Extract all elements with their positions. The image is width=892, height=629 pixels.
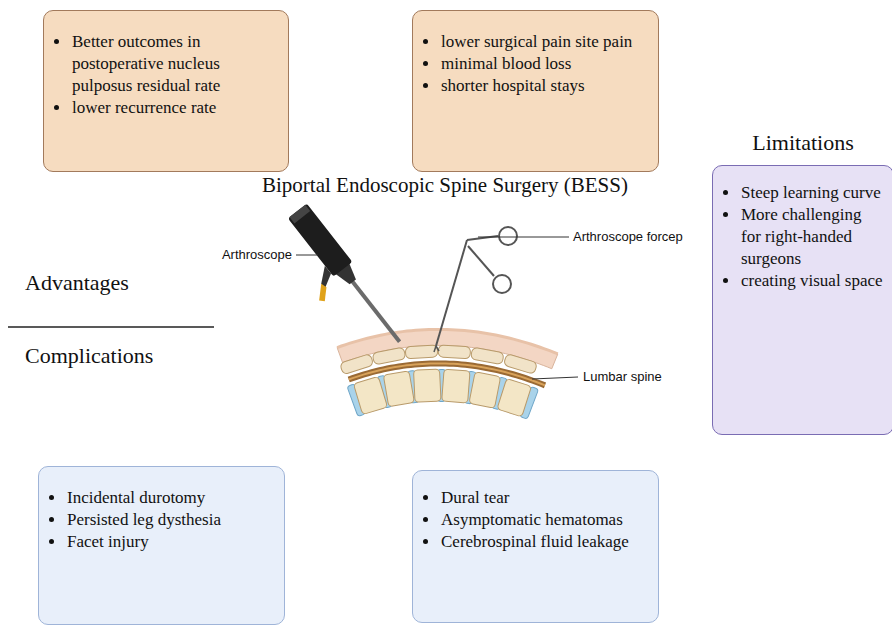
- bullet-item: shorter hospital stays: [413, 75, 650, 97]
- divider-line: [8, 326, 214, 328]
- bullet-box: Better outcomes in postoperative nucleus…: [43, 10, 289, 172]
- section-label: Complications: [25, 343, 153, 369]
- leader-lines: [296, 237, 578, 379]
- bullet-item: Cerebrospinal fluid leakage: [413, 531, 650, 553]
- bullet-item: Facet injury: [39, 531, 276, 553]
- bullet-box: lower surgical pain site painminimal blo…: [412, 10, 659, 172]
- bullet-item: More challenging for right-handed surgeo…: [713, 204, 885, 270]
- section-label: Advantages: [25, 270, 129, 296]
- part-label: Arthroscope: [222, 247, 292, 262]
- arthroscope-illustration: [267, 204, 409, 366]
- bullet-item: minimal blood loss: [413, 53, 650, 75]
- bullet-item: Incidental durotomy: [39, 487, 276, 509]
- box-heading: Limitations: [713, 130, 892, 156]
- bullet-item: lower recurrence rate: [44, 97, 280, 119]
- bullet-item: Better outcomes in postoperative nucleus…: [44, 31, 280, 97]
- bullet-item: Asymptomatic hematomas: [413, 509, 650, 531]
- bullet-item: lower surgical pain site pain: [413, 31, 650, 53]
- bullet-box: Dural tearAsymptomatic hematomasCerebros…: [412, 470, 659, 623]
- part-label: Lumbar spine: [583, 369, 662, 384]
- part-label: Arthroscope forcep: [573, 229, 683, 244]
- bullet-box: Incidental durotomyPersisted leg dysthes…: [38, 466, 285, 625]
- lumbar-spine-illustration: [337, 329, 558, 419]
- diagram-title: Biportal Endoscopic Spine Surgery (BESS): [200, 173, 690, 198]
- limitations-box: LimitationsSteep learning curveMore chal…: [712, 165, 892, 435]
- forceps-illustration: [434, 227, 517, 352]
- bullet-item: creating visual space: [713, 270, 885, 292]
- bullet-item: Persisted leg dysthesia: [39, 509, 276, 531]
- bullet-item: Dural tear: [413, 487, 650, 509]
- bullet-item: Steep learning curve: [713, 182, 885, 204]
